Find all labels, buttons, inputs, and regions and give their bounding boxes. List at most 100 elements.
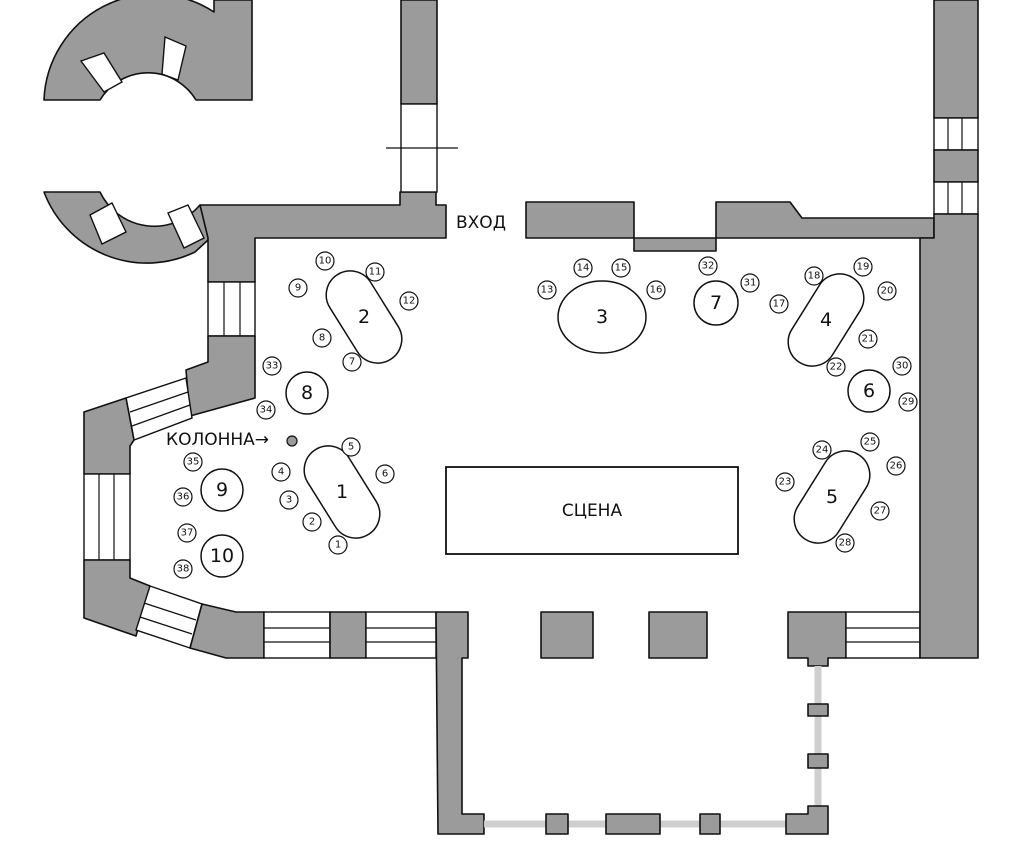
table-number: 3 (596, 306, 608, 328)
table-5: 5 (793, 450, 871, 544)
seat-number: 22 (830, 362, 843, 373)
table-2: 2 (325, 270, 403, 364)
seat-circle (315, 251, 335, 271)
seat-19: 19 (853, 257, 873, 277)
seat-circle (775, 472, 795, 492)
seat-number: 7 (349, 357, 355, 368)
table-number: 8 (301, 382, 313, 404)
seat-circle (646, 280, 666, 300)
table-7: 7 (693, 280, 739, 326)
seat-22: 22 (826, 357, 846, 377)
seat-7: 7 (342, 352, 362, 372)
upper-arc-structure (43, 0, 253, 101)
seat-number: 28 (839, 538, 852, 549)
seat-circle (835, 533, 855, 553)
seat-circle (279, 490, 299, 510)
seat-number: 16 (650, 285, 663, 296)
seat-number: 13 (541, 285, 554, 296)
seat-circle (858, 329, 878, 349)
table-number: 1 (336, 481, 348, 503)
table-number: 5 (826, 486, 838, 508)
seat-14: 14 (573, 258, 593, 278)
table-shape (303, 445, 381, 539)
seat-8: 8 (312, 328, 332, 348)
seat-circle (769, 294, 789, 314)
seat-number: 32 (702, 261, 715, 272)
seat-circle (271, 462, 291, 482)
seat-35: 35 (183, 452, 203, 472)
bottom-walls (263, 213, 979, 835)
seat-circle (365, 262, 385, 282)
seat-number: 34 (260, 405, 273, 416)
seat-25: 25 (860, 432, 880, 452)
seat-33: 33 (262, 356, 282, 376)
seat-number: 37 (181, 528, 194, 539)
table-9: 9 (200, 468, 244, 512)
seat-18: 18 (804, 266, 824, 286)
table-8: 8 (285, 371, 329, 415)
lower-arc-structure (43, 191, 209, 264)
seat-number: 2 (309, 517, 315, 528)
seat-circle (173, 559, 193, 579)
seat-circle (341, 437, 361, 457)
table-shape (200, 468, 244, 512)
seat-circle (898, 392, 918, 412)
table-number: 10 (210, 545, 234, 567)
seat-number: 31 (744, 278, 757, 289)
table-number: 7 (710, 292, 722, 314)
entrance-label: ВХОД (456, 213, 506, 233)
seat-number: 17 (773, 299, 786, 310)
seat-number: 14 (577, 263, 590, 274)
seat-number: 1 (335, 540, 341, 551)
seat-circle (698, 256, 718, 276)
seat-number: 23 (779, 477, 792, 488)
top-walls (199, 0, 979, 283)
table-3: 3 (557, 280, 647, 354)
seat-circle (812, 440, 832, 460)
table-4: 4 (787, 273, 865, 367)
seat-30: 30 (892, 356, 912, 376)
seat-28: 28 (835, 533, 855, 553)
seat-number: 36 (177, 492, 190, 503)
seat-circle (804, 266, 824, 286)
left-walls (83, 281, 265, 659)
seat-number: 20 (881, 286, 894, 297)
stage-label: СЦЕНА (562, 501, 623, 521)
seat-9: 9 (288, 278, 308, 298)
seat-circle (886, 456, 906, 476)
seat-number: 11 (369, 267, 382, 278)
seat-number: 9 (295, 283, 301, 294)
seat-5: 5 (341, 437, 361, 457)
seat-3: 3 (279, 490, 299, 510)
seat-36: 36 (173, 487, 193, 507)
table-shape (793, 450, 871, 544)
seat-circle (892, 356, 912, 376)
seat-circle (537, 280, 557, 300)
glass-annex (484, 666, 829, 835)
seat-number: 26 (890, 461, 903, 472)
seat-15: 15 (611, 258, 631, 278)
seat-6: 6 (375, 464, 395, 484)
seat-37: 37 (177, 523, 197, 543)
seat-10: 10 (315, 251, 335, 271)
seat-circle (826, 357, 846, 377)
seat-number: 25 (864, 437, 877, 448)
seat-32: 32 (698, 256, 718, 276)
seat-circle (853, 257, 873, 277)
seat-number: 3 (286, 495, 292, 506)
table-number: 9 (216, 479, 228, 501)
seat-circle (312, 328, 332, 348)
seat-1: 1 (328, 535, 348, 555)
seat-circle (328, 535, 348, 555)
seat-circle (262, 356, 282, 376)
seat-4: 4 (271, 462, 291, 482)
seat-number: 21 (862, 334, 875, 345)
seat-34: 34 (256, 400, 276, 420)
table-10: 10 (200, 534, 244, 578)
table-shape (557, 280, 647, 354)
table-shape (285, 371, 329, 415)
seat-number: 6 (382, 469, 388, 480)
seat-number: 19 (857, 262, 870, 273)
